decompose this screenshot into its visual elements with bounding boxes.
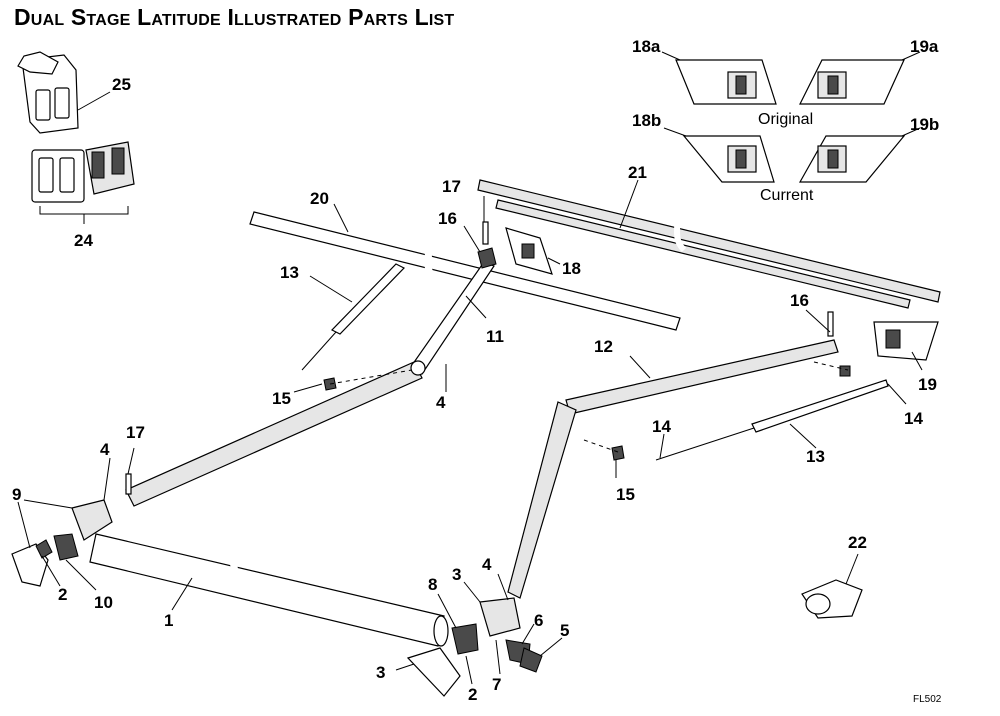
callout-2-lower: 2 xyxy=(468,685,477,704)
rail-part-21 xyxy=(477,179,941,309)
callout-11: 11 xyxy=(486,327,504,346)
callout-19b: 19b xyxy=(910,115,939,134)
callout-25: 25 xyxy=(112,75,131,94)
callout-3-upper: 3 xyxy=(452,565,461,584)
bolt-part-2-left xyxy=(35,539,61,587)
page-title: Dual Stage Latitude Illustrated Parts Li… xyxy=(14,4,455,30)
clamp-part-22 xyxy=(801,553,863,619)
bracket-19b xyxy=(798,127,921,183)
gas-spring-part-13-right xyxy=(655,379,889,461)
bracket-part-19 xyxy=(873,321,939,371)
callout-15-left: 15 xyxy=(272,389,291,408)
callout-24: 24 xyxy=(74,231,93,250)
original-bracket-label: Original xyxy=(758,111,814,128)
callout-16-right: 16 xyxy=(790,291,809,310)
callout-13-left: 13 xyxy=(280,263,299,282)
current-bracket-label: Current xyxy=(760,187,814,204)
bracket-19a xyxy=(799,51,921,105)
callout-9: 9 xyxy=(12,485,21,504)
callout-10: 10 xyxy=(94,593,113,612)
callout-22: 22 xyxy=(848,533,867,552)
lead-rail-part-1 xyxy=(89,533,449,647)
pins-and-brackets xyxy=(103,196,907,501)
callout-20: 20 xyxy=(310,189,329,208)
figure-code: FL502 xyxy=(913,694,942,705)
callout-8: 8 xyxy=(428,575,437,594)
end-cap-part-9 xyxy=(11,499,113,587)
callout-1: 1 xyxy=(164,611,173,630)
roller-tube-part-20 xyxy=(249,203,681,331)
bracket-part-18 xyxy=(505,227,561,275)
callout-15-right: 15 xyxy=(616,485,635,504)
callout-17-lower: 17 xyxy=(126,423,145,442)
end-assembly-right xyxy=(395,573,563,697)
callout-14-center: 14 xyxy=(652,417,671,436)
callout-4-upper: 4 xyxy=(436,393,446,412)
callout-18a: 18a xyxy=(632,37,661,56)
callout-19a: 19a xyxy=(910,37,939,56)
arm-lower-right xyxy=(507,401,577,599)
arm-lower-left xyxy=(125,360,426,507)
callout-21: 21 xyxy=(628,163,647,182)
callout-6: 6 xyxy=(534,611,543,630)
callout-7: 7 xyxy=(492,675,501,694)
callout-2-left: 2 xyxy=(58,585,67,604)
bracket-18b xyxy=(663,127,775,183)
callout-4-lower: 4 xyxy=(482,555,492,574)
switch-cover-part-25 xyxy=(17,51,111,134)
callout-5: 5 xyxy=(560,621,569,640)
callout-12: 12 xyxy=(594,337,613,356)
arm-part-11 xyxy=(409,261,495,375)
callout-3-lower: 3 xyxy=(376,663,385,682)
callout-16-upper: 16 xyxy=(438,209,457,228)
callout-14-right: 14 xyxy=(904,409,923,428)
bracket-18a xyxy=(661,51,777,105)
callout-4-left: 4 xyxy=(100,440,110,459)
callout-labels: 25 24 20 17 16 18 21 13 11 15 4 17 4 9 2… xyxy=(12,37,939,704)
callout-17-upper: 17 xyxy=(442,177,461,196)
switch-plates-part-24 xyxy=(31,141,135,224)
callout-18b: 18b xyxy=(632,111,661,130)
callout-19: 19 xyxy=(918,375,937,394)
end-cap-part-10 xyxy=(53,533,97,591)
callout-18: 18 xyxy=(562,259,581,278)
callout-13-right: 13 xyxy=(806,447,825,466)
gas-spring-part-13-left xyxy=(301,263,406,371)
